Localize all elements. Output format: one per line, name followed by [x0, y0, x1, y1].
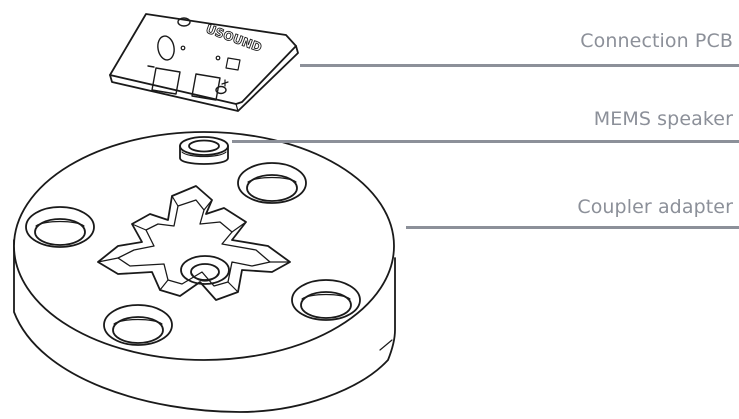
callout-label-connection-pcb: Connection PCB	[580, 30, 733, 52]
callout-leader-line	[300, 64, 739, 67]
mounting-hole	[291, 279, 361, 321]
callout-leader-line	[406, 226, 739, 229]
callout-leader-line	[232, 140, 739, 143]
callout-label-coupler-adapter: Coupler adapter	[577, 196, 733, 218]
connection-pcb	[109, 13, 299, 112]
mounting-hole	[237, 162, 307, 204]
callout-label-mems-speaker: MEMS speaker	[593, 108, 733, 130]
mounting-hole	[103, 304, 173, 346]
coupler-adapter	[13, 131, 396, 413]
mems-speaker	[179, 136, 229, 165]
star-cavity	[97, 185, 291, 301]
mounting-hole	[25, 206, 95, 248]
